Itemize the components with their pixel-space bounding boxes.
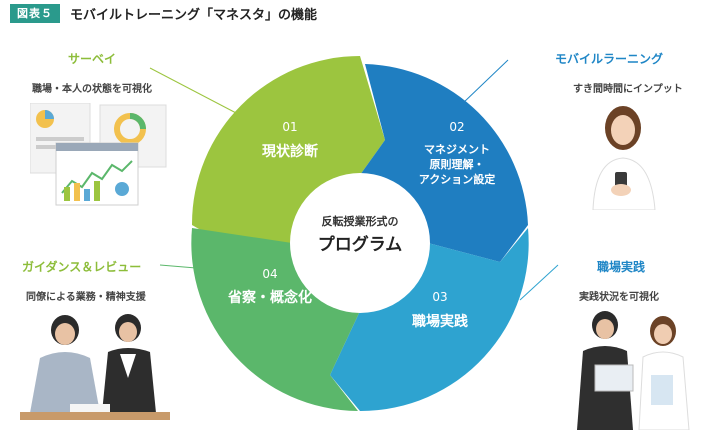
dashboard-illustration [30,103,167,206]
practice-title: 職場実践 [597,260,646,274]
segment-01-shape [192,56,385,270]
mobile-title: モバイルラーニング [555,52,664,66]
woman-with-phone-illustration [592,106,656,210]
figure-header: 図表５ モバイルトレーニング「マネスタ」の機能 [10,2,317,24]
connector-survey [149,67,239,115]
connector-mobile [461,59,509,105]
segment-04-number: 04 [262,267,277,281]
segment-03-label: 職場実践 [412,313,468,330]
segment-02-line1: マネジメント [424,143,490,156]
segment-04-label: 省察・概念化 [227,289,312,306]
coworkers-illustration [20,314,170,420]
center-line1: 反転授業形式の [322,214,399,228]
center-line2: プログラム [318,234,403,255]
center-circle [290,173,430,313]
segment-02-shape [360,64,528,262]
figure-title: モバイルトレーニング「マネスタ」の機能 [70,7,318,23]
practice-subtitle: 実践状況を可視化 [579,292,659,303]
segment-04-shape [191,228,360,411]
connector-guidance [159,264,197,269]
mobile-subtitle: すき間時間にインプット [573,84,683,95]
guidance-title: ガイダンス＆レビュー [22,260,142,274]
presentation-illustration [577,311,690,430]
guidance-subtitle: 同僚による業務・精神支援 [26,292,146,303]
segment-02-line2: 原則理解・ [430,157,485,171]
segment-03-number: 03 [432,290,447,304]
segment-01-label: 現状診断 [262,143,318,160]
segment-02-line3: アクション設定 [419,172,495,186]
segment-03-shape [330,228,529,412]
figure-label: 図表５ [10,3,60,23]
segment-02-number: 02 [449,120,464,134]
segment-01-number: 01 [282,120,297,134]
survey-subtitle: 職場・本人の状態を可視化 [32,84,152,95]
connector-practice [519,264,559,301]
survey-title: サーベイ [68,52,117,66]
